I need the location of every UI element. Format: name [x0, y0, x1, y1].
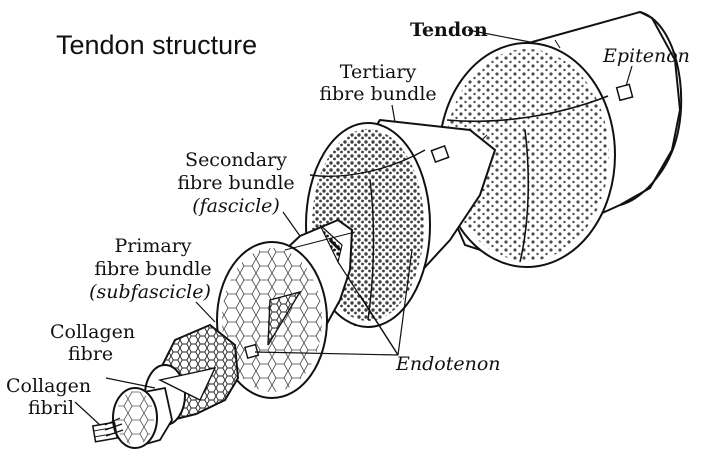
diagram-title: Tendon structure	[56, 30, 257, 61]
label-collagen-fibre-line1: Collagen	[50, 322, 135, 343]
label-tendon: Tendon	[410, 20, 488, 41]
collagen-fibre-cylinder	[113, 388, 172, 448]
label-collagen-fibril-line1: Collagen	[6, 376, 91, 397]
label-epitenon: Epitenon	[603, 46, 690, 67]
label-primary-line1: Primary	[88, 236, 218, 257]
label-endotenon: Endotenon	[396, 354, 501, 375]
label-collagen-fibril-line2: fibril	[28, 398, 74, 419]
label-collagen-fibre-line2: fibre	[68, 344, 113, 365]
epitenon-inset-icon	[617, 84, 633, 100]
label-secondary-line3: (fascicle)	[172, 196, 300, 217]
label-secondary-line1: Secondary	[172, 150, 300, 171]
label-primary-line2: fibre bundle	[88, 259, 218, 280]
label-secondary-line2: fibre bundle	[172, 173, 300, 194]
label-tertiary-line2: fibre bundle	[318, 84, 438, 105]
label-primary-line3: (subfascicle)	[80, 282, 220, 303]
label-tertiary-line1: Tertiary	[318, 62, 438, 83]
